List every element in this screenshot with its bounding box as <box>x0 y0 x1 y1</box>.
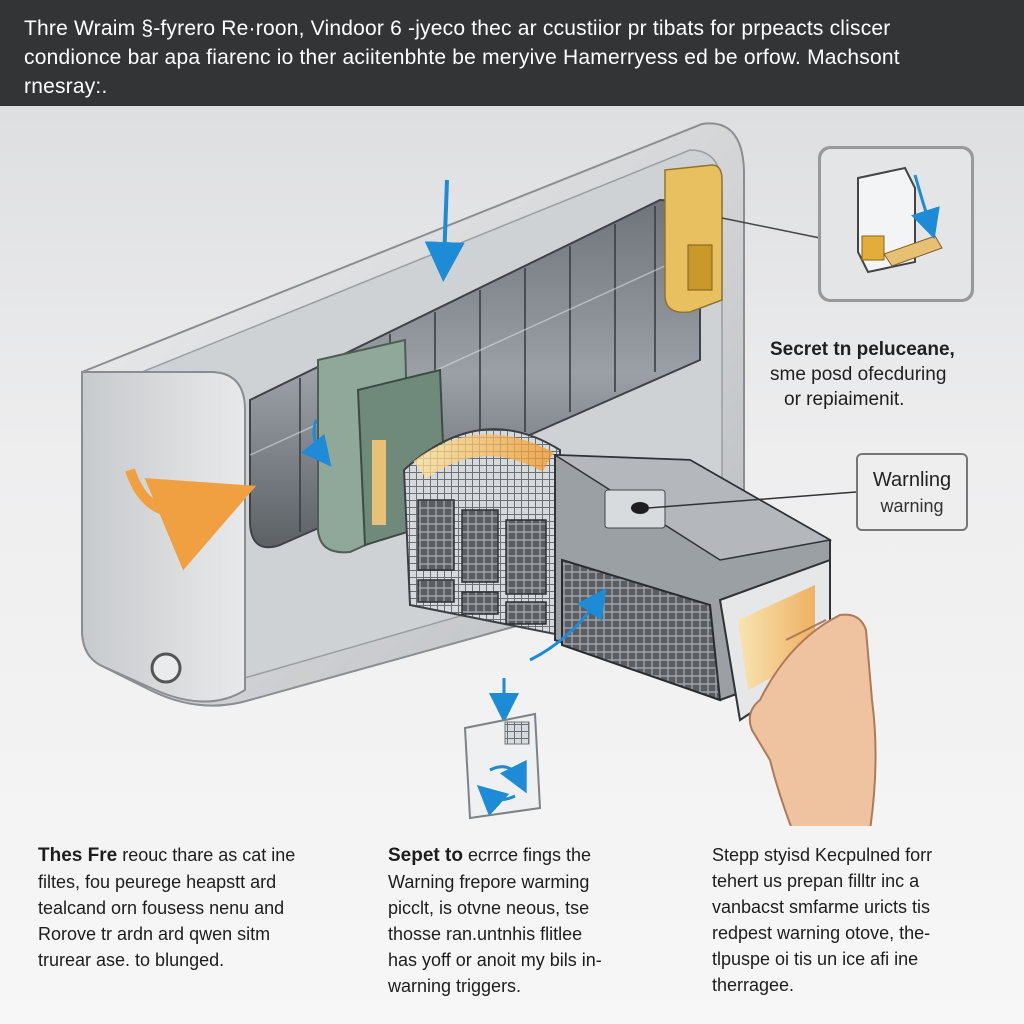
column-1-first-line: Thes Fre reouc thare as cat ine <box>38 842 295 869</box>
column-1-line: trurear ase. to blunged. <box>38 950 225 970</box>
header-banner: Thre Wraim §-fyrero Re·roon, Vindoor 6 -… <box>0 0 1024 106</box>
rotate-arrow-icon <box>125 468 257 571</box>
inset-detail <box>721 147 973 301</box>
flow-arrow-icon <box>300 419 332 467</box>
column-2-line: picclt, is otvne neous, tse <box>388 898 590 918</box>
text-column-2: Sepet to ecrrce fings the Warning frepor… <box>388 842 602 999</box>
column-3-first-line: Stepp styisd Kecpulned forr <box>712 845 933 865</box>
warning-title: Warnling <box>872 469 952 491</box>
column-1-line: filtes, fou peurege heapstt ard <box>38 872 277 892</box>
right-note-line-1: Secret tn peluceane, <box>770 339 955 360</box>
warning-subtitle: warning <box>880 496 944 516</box>
ac-unit-illustration <box>81 122 973 826</box>
column-1-first-rest: reouc thare as cat ine <box>117 845 296 865</box>
arrow-down-icon <box>424 179 465 282</box>
column-3-line: therragee. <box>712 975 795 995</box>
column-2-line: has yoff or anoit my bils in- <box>388 950 602 970</box>
column-1-line: Rorove tr ardn ard qwen sitm <box>38 924 271 944</box>
column-2-line: thosse ran.untnhis flitlee <box>388 924 583 944</box>
text-column-1: Thes Fre reouc thare as cat ine filtes, … <box>38 842 295 973</box>
column-2-lead: Sepet to <box>388 845 463 866</box>
power-button-icon <box>150 652 182 684</box>
hand-icon <box>748 613 877 826</box>
column-2-first-line: Sepet to ecrrce fings the <box>388 842 602 869</box>
right-note-line-3: or repiaimenit. <box>784 389 905 410</box>
insert-arrow-icon <box>529 587 607 662</box>
column-3-line: tehert us prepan filltr inc a <box>712 871 920 891</box>
header-line-1: Thre Wraim §-fyrero Re·roon, Vindoor 6 -… <box>24 17 891 40</box>
header-line-2: condionce bar apa fiarenc io ther aciite… <box>24 46 900 69</box>
right-note: Secret tn peluceane, sme posd ofecduring… <box>770 337 955 412</box>
sensor-module <box>664 164 723 314</box>
warning-callout: Warnling warning <box>856 453 968 531</box>
text-column-3: Stepp styisd Kecpulned forr tehert us pr… <box>712 842 932 998</box>
column-2-first-rest: ecrrce fings the <box>462 845 592 865</box>
header-line-3: rnesray:. <box>24 75 108 98</box>
warning-leader-line <box>647 491 857 509</box>
column-1-lead: Thes Fre <box>38 845 118 866</box>
right-note-line-2: sme posd ofecduring <box>770 364 947 385</box>
column-3-line: redpest warning otove, the- <box>712 923 931 943</box>
filter-cartridge <box>402 428 833 722</box>
column-3-line: tlpuspe oi tis un ice afi ine <box>712 949 919 969</box>
column-3-line: vanbacst smfarme uricts tis <box>712 897 931 917</box>
replacement-filter-card <box>463 712 542 820</box>
column-2-line: Warning frepore warming <box>388 872 590 892</box>
inset-frame <box>818 146 974 302</box>
column-2-line: warning triggers. <box>388 976 522 996</box>
column-1-line: tealcand orn fousess nenu and <box>38 898 285 918</box>
